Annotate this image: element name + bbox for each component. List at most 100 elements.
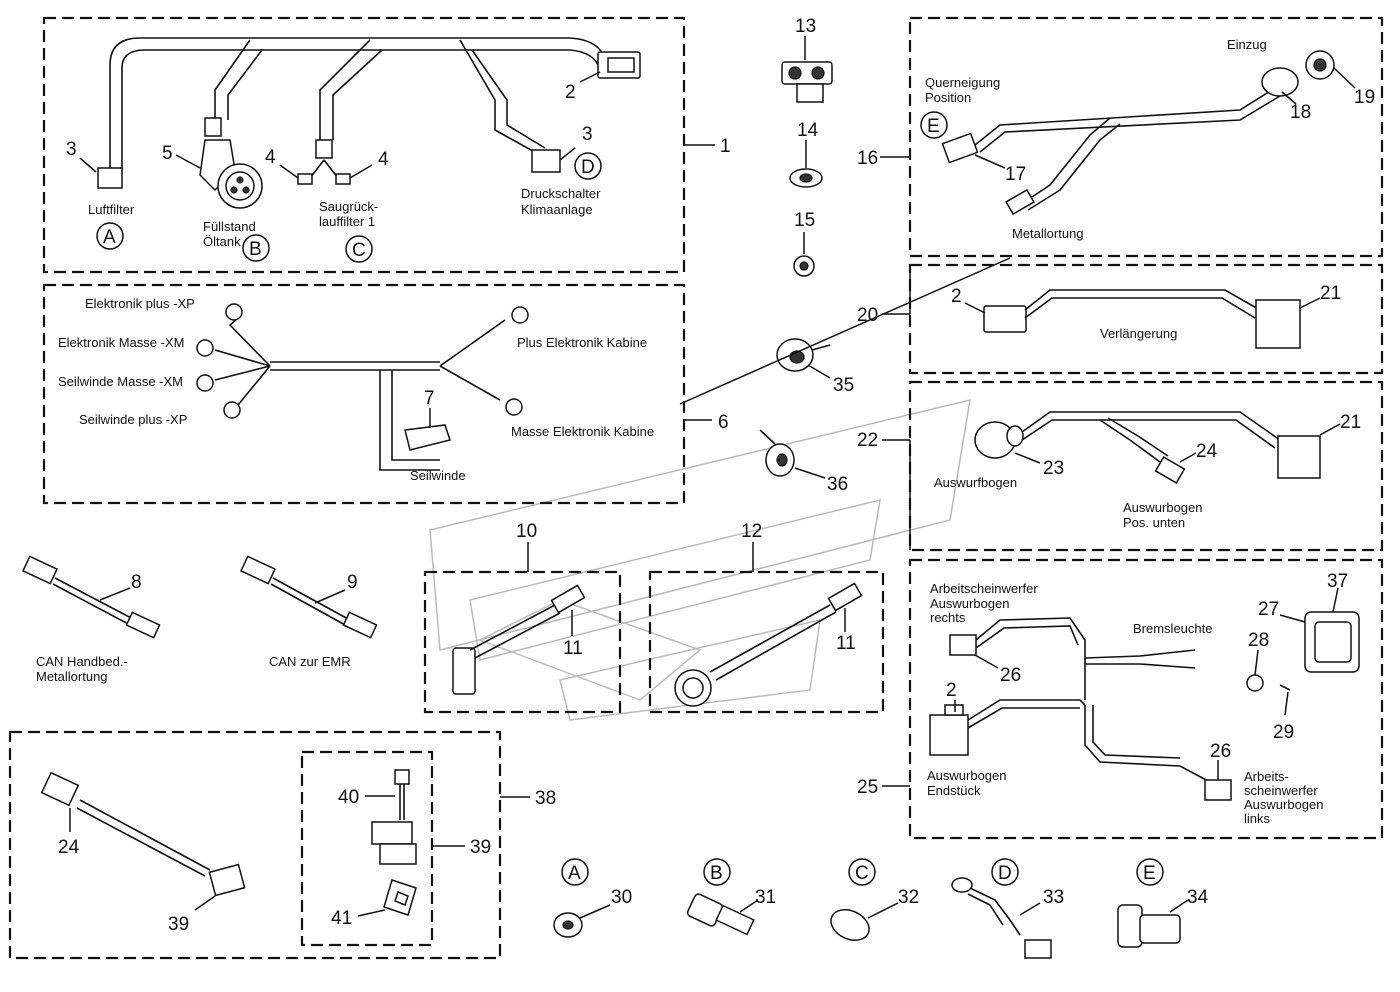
harness-1 xyxy=(97,35,641,209)
circle-a-bottom xyxy=(561,858,589,886)
callout-36: 36 xyxy=(827,474,848,495)
callout-40: 40 xyxy=(338,787,359,808)
svg-text:Pos. unten: Pos. unten xyxy=(1123,515,1185,530)
svg-text:Position: Position xyxy=(925,90,971,105)
group-25-frame xyxy=(908,558,1384,840)
callout-30: 30 xyxy=(611,887,632,908)
harness-25 xyxy=(929,611,1360,801)
svg-text:B: B xyxy=(710,863,723,884)
callout-16: 16 xyxy=(857,148,878,169)
callout-26-top: 26 xyxy=(1000,665,1021,686)
svg-text:B: B xyxy=(249,239,262,260)
callout-2-ext: 2 xyxy=(951,286,962,307)
callout-37: 37 xyxy=(1327,571,1348,592)
harness-20 xyxy=(983,289,1301,349)
label-auswurfbogen: Auswurfbogen xyxy=(934,475,1017,490)
label-querneigung: Querneigung xyxy=(925,75,1000,90)
part-39-assembly xyxy=(371,769,417,916)
part-33 xyxy=(951,877,1052,959)
callout-3-left: 3 xyxy=(66,139,77,160)
callout-22: 22 xyxy=(857,430,878,451)
part-30 xyxy=(553,912,583,938)
callout-14: 14 xyxy=(797,120,819,141)
label-einzug: Einzug xyxy=(1227,37,1267,52)
svg-text:Metallortung: Metallortung xyxy=(36,669,108,684)
svg-text:Klimaanlage: Klimaanlage xyxy=(521,202,593,217)
part-34 xyxy=(1117,904,1181,948)
label-seilwinde-masse: Seilwinde Masse -XM xyxy=(58,374,183,389)
label-seilwinde: Seilwinde xyxy=(410,468,466,483)
svg-text:scheinwerfer: scheinwerfer xyxy=(1244,783,1318,798)
part-14 xyxy=(789,168,823,188)
callout-2: 2 xyxy=(565,82,576,103)
part-35 xyxy=(776,338,831,372)
callout-7: 7 xyxy=(424,388,435,409)
callout-1: 1 xyxy=(720,136,731,157)
callout-24-top: 24 xyxy=(1196,441,1218,462)
callout-35: 35 xyxy=(833,375,854,396)
label-plus-kabine: Plus Elektronik Kabine xyxy=(517,335,647,350)
harness-6 xyxy=(196,303,529,471)
svg-text:Auswurbogen: Auswurbogen xyxy=(1244,797,1324,812)
callout-9: 9 xyxy=(347,572,358,593)
svg-text:D: D xyxy=(581,157,595,178)
cable-24 xyxy=(40,771,246,897)
svg-text:links: links xyxy=(1244,811,1271,826)
callout-19: 19 xyxy=(1354,87,1375,108)
group-16-frame xyxy=(908,16,1384,258)
callout-2-bottom: 2 xyxy=(946,680,957,701)
svg-text:A: A xyxy=(568,863,581,884)
group-1-frame xyxy=(42,16,686,274)
circle-d-bottom xyxy=(991,858,1019,886)
cable-10 xyxy=(452,584,586,695)
callout-21-mid: 21 xyxy=(1340,412,1361,433)
label-druckschalter: Druckschalter xyxy=(521,186,601,201)
callout-20: 20 xyxy=(857,305,878,326)
circle-c xyxy=(345,235,373,263)
callout-10: 10 xyxy=(516,521,537,542)
label-metallortung: Metallortung xyxy=(1012,226,1084,241)
callout-25: 25 xyxy=(857,777,878,798)
cable-9 xyxy=(240,555,378,639)
label-can-emr: CAN zur EMR xyxy=(269,654,351,669)
svg-text:Auswurbogen: Auswurbogen xyxy=(930,596,1010,611)
group-10-frame xyxy=(423,570,622,714)
harness-22 xyxy=(974,411,1321,484)
callout-5: 5 xyxy=(162,143,173,164)
callout-15: 15 xyxy=(794,210,815,231)
callout-39-right: 39 xyxy=(470,837,491,858)
callout-39-left: 39 xyxy=(168,914,189,935)
label-saugrueck: Saugrück- xyxy=(319,199,378,214)
part-13 xyxy=(781,61,833,103)
label-fuellstand: Füllstand xyxy=(203,219,256,234)
callout-41: 41 xyxy=(331,908,352,929)
label-seilwinde-plus: Seilwinde plus -XP xyxy=(79,412,187,427)
circle-c-bottom xyxy=(848,858,876,886)
svg-text:E: E xyxy=(1143,863,1156,884)
callout-11-right: 11 xyxy=(836,633,856,654)
circle-b-bottom xyxy=(703,858,731,886)
cable-8 xyxy=(22,555,161,639)
callout-4-left: 4 xyxy=(265,147,276,168)
label-elektronik-masse: Elektronik Masse -XM xyxy=(58,335,184,350)
circle-b xyxy=(242,234,270,262)
label-can-handbed: CAN Handbed.- xyxy=(36,654,128,669)
svg-text:lauffilter 1: lauffilter 1 xyxy=(319,214,375,229)
callout-4-right: 4 xyxy=(378,149,389,170)
part-15 xyxy=(793,255,815,277)
group-6-frame xyxy=(42,283,686,505)
circle-e xyxy=(920,111,948,139)
callout-12: 12 xyxy=(741,521,762,542)
circle-e-bottom xyxy=(1136,858,1164,886)
callout-38: 38 xyxy=(535,788,556,809)
callout-18: 18 xyxy=(1290,102,1311,123)
svg-text:A: A xyxy=(103,227,116,248)
watermark-logo xyxy=(429,399,971,721)
svg-text:E: E xyxy=(927,116,940,137)
label-auswurfbogen-pos: Auswurbogen xyxy=(1123,500,1203,515)
label-aw-links: Arbeits- xyxy=(1244,769,1289,784)
part-36 xyxy=(759,429,795,477)
callout-21-top: 21 xyxy=(1320,283,1341,304)
callout-24-bottom: 24 xyxy=(58,837,80,858)
